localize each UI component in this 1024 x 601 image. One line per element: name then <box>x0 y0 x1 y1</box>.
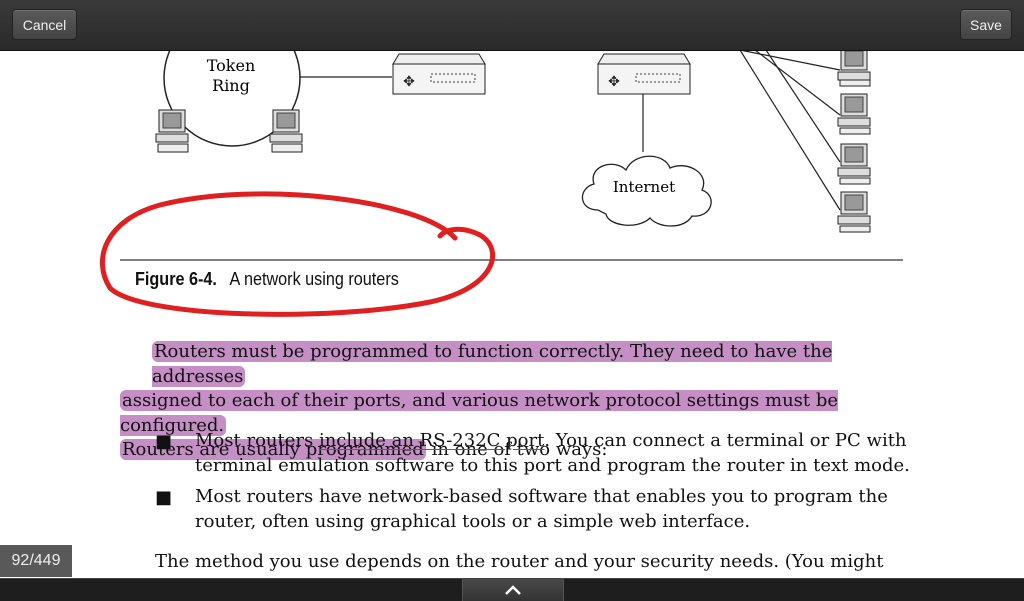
chevron-up-icon <box>505 585 521 595</box>
router-icon: ✥ <box>392 53 486 95</box>
network-figure: Token Ring ✥ ✥ <box>99 50 903 317</box>
final-paragraph: The method you use depends on the router… <box>155 551 884 572</box>
top-toolbar: Cancel Save <box>0 0 1024 51</box>
computer-icon <box>837 93 871 135</box>
page-indicator: 92/449 <box>0 545 72 577</box>
computer-icon <box>837 143 871 185</box>
computer-icon <box>837 191 871 233</box>
computer-icon <box>837 50 871 87</box>
expand-toolbar-button[interactable] <box>462 579 564 601</box>
token-ring-label-1: Token <box>207 56 256 75</box>
figure-number: Figure 6-4. <box>135 269 217 289</box>
figure-caption: Figure 6-4. A network using routers <box>135 269 399 290</box>
bullet-marker: ■ <box>155 431 173 452</box>
save-button[interactable]: Save <box>960 9 1012 40</box>
computer-icon <box>155 109 189 153</box>
router-icon: ✥ <box>597 53 691 95</box>
paragraph-rest: in one of two ways: <box>425 439 608 460</box>
internet-cloud: Internet <box>581 155 712 227</box>
figure-caption-text: A network using routers <box>229 269 399 289</box>
bullet-marker: ■ <box>155 487 173 508</box>
paragraph: Routers must be programmed to function c… <box>120 340 920 463</box>
svg-text:✥: ✥ <box>608 74 620 90</box>
internet-label: Internet <box>613 178 675 196</box>
token-ring-circle <box>163 50 301 147</box>
red-ink-annotation <box>99 191 496 317</box>
highlight-line-3[interactable]: Routers are usually programmed <box>120 439 426 460</box>
computer-icon <box>269 109 303 153</box>
token-ring-label-2: Ring <box>212 76 250 95</box>
cancel-button[interactable]: Cancel <box>12 9 77 40</box>
bullet-item-1: Most routers include an RS-232C port. Yo… <box>195 430 910 476</box>
underlined-text[interactable]: include an RS-232C port <box>318 430 545 451</box>
bottom-bar <box>0 578 1024 601</box>
highlight-line-1[interactable]: Routers must be programmed to function c… <box>152 341 833 387</box>
svg-text:✥: ✥ <box>403 74 415 90</box>
document-page: Token Ring ✥ ✥ <box>0 50 1024 578</box>
bullet-item-2: Most routers have network-based software… <box>195 486 888 532</box>
